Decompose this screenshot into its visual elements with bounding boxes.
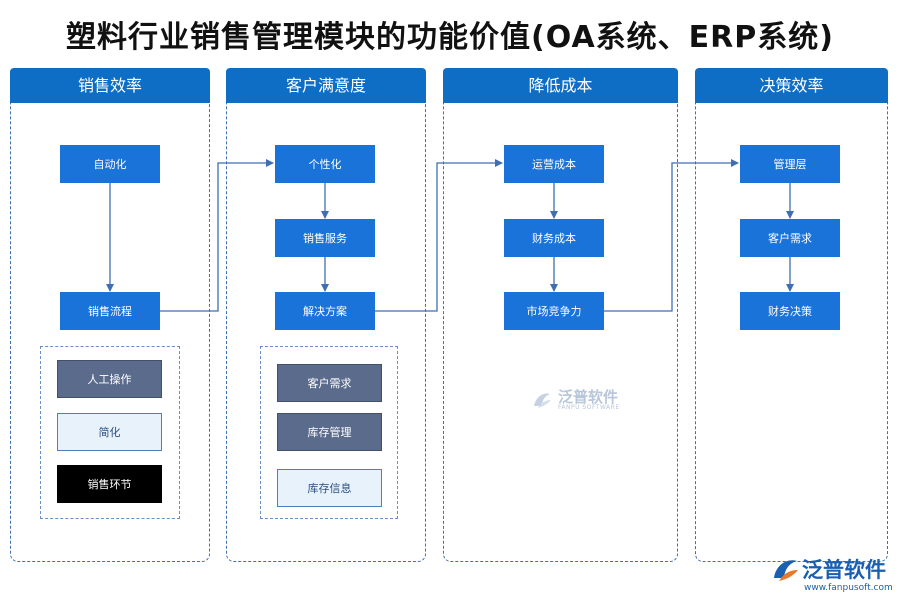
brand-swirl-icon [774, 560, 798, 581]
node-financial-cost: 财务成本 [504, 219, 604, 257]
node-solution: 解决方案 [275, 292, 375, 330]
column-header-customer-satisfaction: 客户满意度 [226, 68, 426, 103]
node-sales-process: 销售流程 [60, 292, 160, 330]
node-customer-needs: 客户需求 [740, 219, 840, 257]
box-inventory-management: 库存管理 [277, 413, 382, 451]
connector-solution-to-operating-cost [375, 159, 503, 312]
connector-sales-process-to-personalization [160, 159, 274, 312]
box-customer-needs: 客户需求 [277, 364, 382, 402]
box-sales-link: 销售环节 [57, 465, 162, 503]
watermark-name: 泛普软件 [558, 388, 619, 406]
box-inventory-info: 库存信息 [277, 469, 382, 507]
brand-url: www.fanpusoft.com [804, 583, 893, 593]
connector-competitiveness-to-management [604, 159, 739, 312]
node-management: 管理层 [740, 145, 840, 183]
group-sales-efficiency-details [40, 346, 180, 519]
node-automation: 自动化 [60, 145, 160, 183]
watermark-logo-icon [534, 393, 551, 408]
node-financial-decision: 财务决策 [740, 292, 840, 330]
node-personalization: 个性化 [275, 145, 375, 183]
node-market-competitiveness: 市场竞争力 [504, 292, 604, 330]
column-header-decision-efficiency: 决策效率 [695, 68, 888, 103]
box-simplify: 简化 [57, 413, 162, 451]
brand-logo: 泛普软件 www.fanpusoft.com [770, 554, 895, 598]
node-sales-service: 销售服务 [275, 219, 375, 257]
node-operating-cost: 运营成本 [504, 145, 604, 183]
page-title: 塑料行业销售管理模块的功能价值(OA系统、ERP系统) [66, 20, 834, 55]
watermark-subtitle: FANPU SOFTWARE [558, 404, 620, 411]
column-header-sales-efficiency: 销售效率 [10, 68, 210, 103]
brand-name: 泛普软件 [802, 558, 886, 582]
watermark: 泛普软件 FANPU SOFTWARE [530, 386, 630, 416]
box-manual-operation: 人工操作 [57, 360, 162, 398]
column-header-cost-reduction: 降低成本 [443, 68, 678, 103]
group-customer-satisfaction-details [260, 346, 398, 519]
